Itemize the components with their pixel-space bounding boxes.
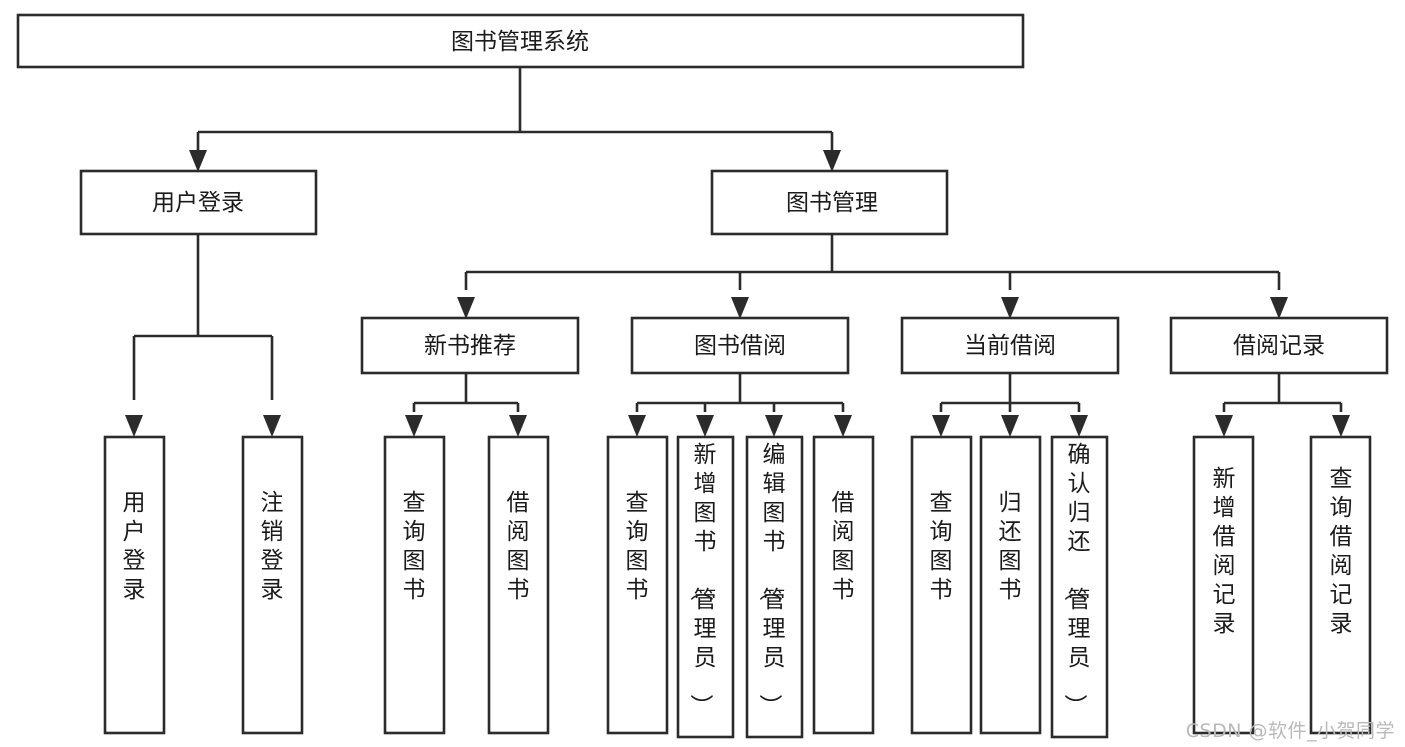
leaf-current-borrow-return-label: 归还图书 [999,490,1022,603]
arrow-icon [696,415,714,437]
node-user-login[interactable]: 用户登录 [79,169,318,236]
node-book-borrow-label: 图书借阅 [694,333,786,359]
node-root-label: 图书管理系统 [451,29,589,55]
arrow-icon [628,415,646,437]
node-root-book-management-system[interactable]: 图书管理系统 [16,13,1025,69]
leaf-book-borrow-query[interactable]: 查询图书 [606,435,669,735]
leaf-user-login-login[interactable]: 用户登录 [103,435,166,735]
arrow-icon [1001,297,1019,319]
leaf-borrow-record-add-label: 新增借阅记录 [1213,466,1236,637]
node-new-book-recommend[interactable]: 新书推荐 [360,316,580,375]
arrow-icon [509,415,527,437]
leaf-user-login-logout[interactable]: 注销登录 [241,435,304,735]
leaf-book-borrow-query-label: 查询图书 [626,490,649,603]
arrow-icon [765,415,783,437]
leaf-borrow-record-add[interactable]: 新增借阅记录 [1192,435,1255,735]
arrow-icon [932,415,950,437]
node-book-management-label: 图书管理 [786,190,878,216]
connector-borrowrecord-to-leaves [1215,373,1350,437]
node-book-management[interactable]: 图书管理 [710,169,949,236]
connector-currentborrow-to-leaves [932,373,1088,437]
leaf-borrow-record-query-label: 查询借阅记录 [1330,466,1353,637]
node-user-login-label: 用户登录 [152,190,244,216]
csdn-watermark: CSDN @软件_小贺同学 [1185,720,1395,742]
leaf-current-borrow-query[interactable]: 查询图书 [910,435,973,735]
leaf-user-login-logout-label: 注销登录 [261,490,284,603]
node-current-borrow-label: 当前借阅 [964,333,1056,359]
leaf-new-book-query[interactable]: 查询图书 [383,435,446,735]
leaf-current-borrow-confirm-return-label: 确认归还（管理员） [1062,442,1091,717]
leaf-book-borrow-edit-label: 编辑图书（管理员） [757,442,786,717]
leaf-user-login-login-label: 用户登录 [123,490,146,603]
leaf-current-borrow-query-label: 查询图书 [930,490,953,603]
arrow-icon [1215,415,1233,437]
leaf-new-book-query-label: 查询图书 [403,490,426,603]
leaf-book-borrow-add[interactable]: 新增图书（管理员） [676,435,735,739]
arrow-icon [189,150,207,172]
arrow-icon [405,415,423,437]
arrow-icon [263,415,281,437]
arrow-icon [1270,297,1288,319]
arrow-icon [823,150,841,172]
connector-bookborrow-to-leaves [628,373,852,437]
arrow-icon [1070,415,1088,437]
arrow-icon [834,415,852,437]
connector-bookmgmt-to-level3 [457,234,1288,319]
connector-newbook-to-leaves [405,373,527,437]
leaf-new-book-borrow[interactable]: 借阅图书 [487,435,550,735]
node-borrow-record-label: 借阅记录 [1233,333,1325,359]
node-current-borrow[interactable]: 当前借阅 [900,316,1120,375]
leaf-book-borrow-borrow-label: 借阅图书 [832,490,855,603]
leaf-book-borrow-borrow[interactable]: 借阅图书 [812,435,875,735]
arrow-icon [1001,415,1019,437]
arrow-icon [731,297,749,319]
arrow-icon [457,297,475,319]
node-borrow-record[interactable]: 借阅记录 [1169,316,1389,375]
node-book-borrow[interactable]: 图书借阅 [630,316,850,375]
connector-root-to-level2 [189,67,841,172]
leaf-new-book-borrow-label: 借阅图书 [507,490,530,603]
arrow-icon [125,415,143,437]
node-new-book-recommend-label: 新书推荐 [424,333,516,359]
leaf-book-borrow-edit[interactable]: 编辑图书（管理员） [745,435,804,739]
leaf-borrow-record-query[interactable]: 查询借阅记录 [1309,435,1372,735]
connector-userlogin-to-leaves [125,234,281,437]
arrow-icon [1332,415,1350,437]
leaf-book-borrow-add-label: 新增图书（管理员） [688,442,717,717]
leaf-current-borrow-confirm-return[interactable]: 确认归还（管理员） [1050,435,1109,739]
leaf-current-borrow-return[interactable]: 归还图书 [979,435,1042,735]
